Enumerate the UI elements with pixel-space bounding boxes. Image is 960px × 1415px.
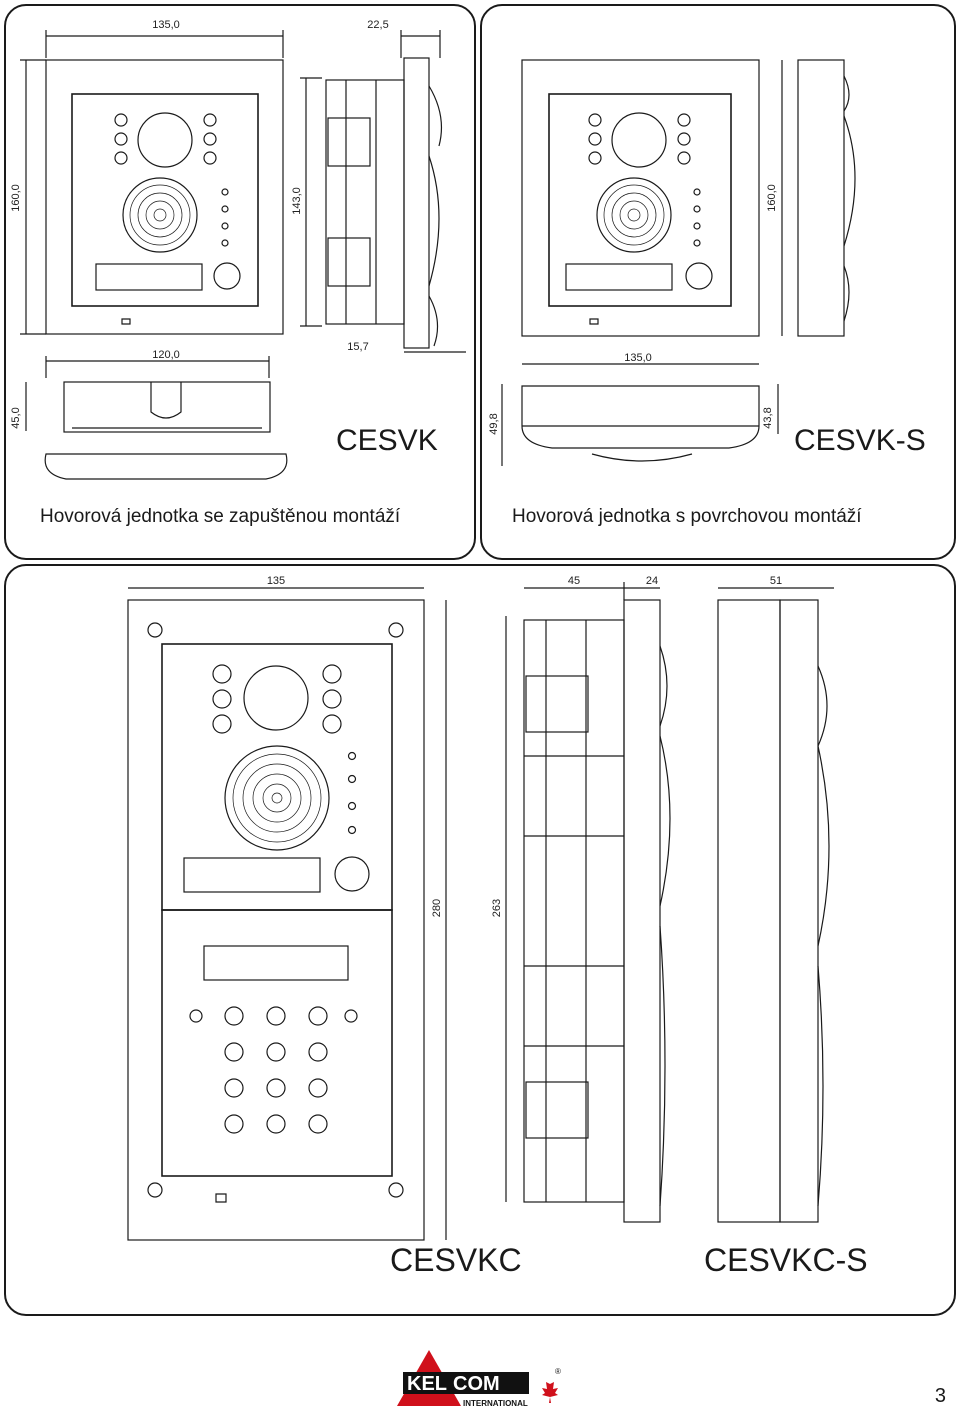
dim-depth-c: 51 bbox=[770, 575, 782, 587]
panel-cesvk-s: 160,0 135,0 49,8 43,8 CESVK-S Hovorová j… bbox=[480, 4, 956, 560]
drawing-cesvk-s: 160,0 135,0 49,8 43,8 bbox=[488, 59, 856, 466]
model-cesvk-s: CESVK-S bbox=[794, 424, 926, 457]
dim-height-inner: 263 bbox=[491, 899, 503, 917]
dimension-labels: 135 45 24 51 280 263 bbox=[267, 575, 782, 917]
description-cesvk-s: Hovorová jednotka s povrchovou montáží bbox=[512, 506, 862, 527]
dim-width-top: 135,0 bbox=[152, 19, 180, 31]
dim-depth-top: 22,5 bbox=[367, 19, 388, 31]
description-cesvk: Hovorová jednotka se zapuštěnou montáží bbox=[40, 506, 401, 527]
dim-depth-b: 24 bbox=[646, 575, 658, 587]
drawing-cesvk: 135,0 22,5 160,0 143,0 120,0 15,7 45,0 bbox=[10, 19, 466, 480]
panel-cesvkc: 135 45 24 51 280 263 CESVKC CESVKC-S bbox=[4, 564, 956, 1316]
logo-brand-right: COM bbox=[453, 1373, 500, 1395]
dimension-labels: 160,0 135,0 49,8 43,8 bbox=[488, 184, 778, 434]
logo-brand-left: KEL bbox=[407, 1373, 447, 1395]
dim-depth-bottom: 15,7 bbox=[347, 341, 368, 353]
dim-width-bottom: 120,0 bbox=[152, 349, 180, 361]
model-cesvk: CESVK bbox=[336, 424, 438, 457]
panel-cesvk: 135,0 22,5 160,0 143,0 120,0 15,7 45,0 C… bbox=[4, 4, 476, 560]
dim-height-left: 49,8 bbox=[488, 413, 500, 434]
dim-height-left: 160,0 bbox=[10, 184, 22, 212]
model-cesvkc-s: CESVKC-S bbox=[704, 1242, 868, 1278]
logo-subtitle: INTERNATIONAL bbox=[463, 1399, 528, 1408]
dim-height-outer: 280 bbox=[431, 899, 443, 917]
dim-width-bottom: 135,0 bbox=[624, 352, 652, 364]
maple-leaf-icon bbox=[542, 1378, 558, 1403]
model-cesvkc: CESVKC bbox=[390, 1242, 522, 1278]
dim-width: 135 bbox=[267, 575, 285, 587]
kelcom-logo: KEL COM INTERNATIONAL ® bbox=[395, 1348, 565, 1410]
dimension-labels: 135,0 22,5 160,0 143,0 120,0 15,7 45,0 bbox=[10, 19, 389, 429]
drawing-cesvkc: 135 45 24 51 280 263 bbox=[127, 575, 834, 1241]
page-number: 3 bbox=[934, 1385, 946, 1407]
dim-height-right: 160,0 bbox=[766, 184, 778, 212]
dim-height-inner: 143,0 bbox=[291, 187, 303, 215]
dim-height-bottom: 45,0 bbox=[10, 407, 22, 428]
dim-depth-a: 45 bbox=[568, 575, 580, 587]
dim-height-right2: 43,8 bbox=[762, 407, 774, 428]
logo-registered: ® bbox=[555, 1367, 561, 1376]
